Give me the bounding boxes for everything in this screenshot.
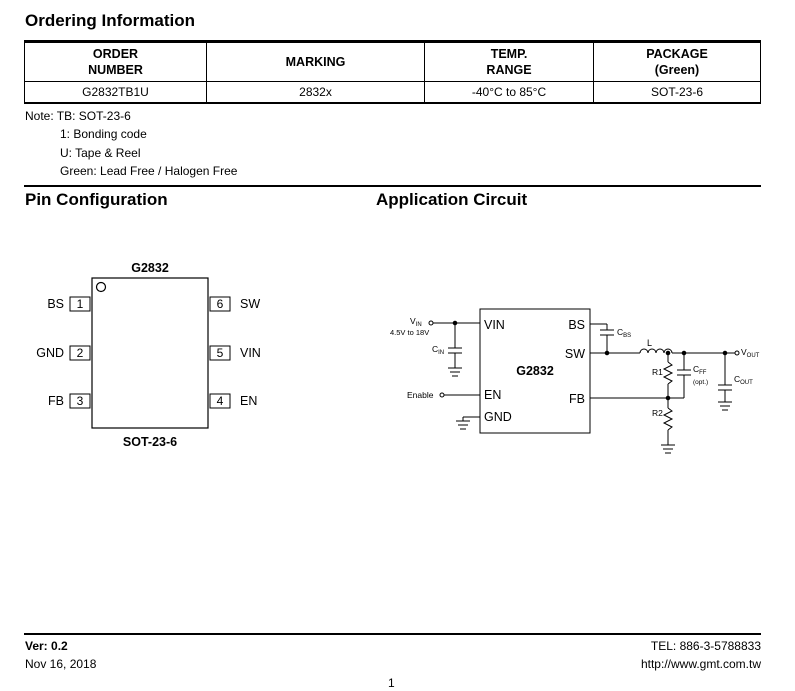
note-line: U: Tape & Reel xyxy=(60,146,141,160)
ic-pin-fb: FB xyxy=(569,392,585,406)
cell-temp-range: -40°C to 85°C xyxy=(424,81,594,104)
footer-version: Ver: 0.2 xyxy=(25,639,68,653)
r1-label: R1 xyxy=(652,367,663,377)
vin-range-label: 4.5V to 18V xyxy=(390,328,429,337)
footer-divider xyxy=(24,633,761,635)
pin-name: BS xyxy=(47,297,64,311)
note-line: 1: Bonding code xyxy=(60,127,147,141)
package-body xyxy=(91,277,209,429)
cell-order-number: G2832TB1U xyxy=(24,81,207,104)
pin1-indicator-icon xyxy=(95,281,107,293)
cff-opt-label: (opt.) xyxy=(693,379,708,386)
inductor-symbol xyxy=(639,348,673,354)
cell-package: SOT-23-6 xyxy=(593,81,761,104)
pin-config-title: Pin Configuration xyxy=(25,190,168,209)
pin-box-5 xyxy=(209,345,231,361)
vout-label: VOUT xyxy=(741,347,760,359)
pin-number: 3 xyxy=(77,394,84,408)
r2-label: R2 xyxy=(652,408,663,418)
ic-pin-bs: BS xyxy=(568,318,585,332)
app-circuit-title: Application Circuit xyxy=(376,190,528,209)
pin-name: GND xyxy=(36,346,64,360)
pin-box-4 xyxy=(209,393,231,409)
pin-number: 1 xyxy=(77,297,84,311)
cin-label: CIN xyxy=(432,344,444,356)
pin-box-2 xyxy=(69,345,91,361)
package-chip-name: G2832 xyxy=(131,261,169,275)
pin-box-6 xyxy=(209,296,231,312)
pin-config-diagram: G2832 SOT-23-6 1 BS 2 GND 3 FB 4 EN 5 VI… xyxy=(36,261,261,449)
footer-tel: TEL: 886-3-5788833 xyxy=(650,639,761,653)
footer-url[interactable]: http://www.gmt.com.tw xyxy=(640,657,761,671)
cell-marking: 2832x xyxy=(206,81,425,104)
pin-number: 6 xyxy=(217,297,224,311)
ic-pin-sw: SW xyxy=(565,347,585,361)
header-temp-range: TEMP.RANGE xyxy=(424,40,594,82)
footer-date: Nov 16, 2018 xyxy=(25,657,97,671)
ic-pin-en: EN xyxy=(484,388,501,402)
header-marking: MARKING xyxy=(206,40,425,82)
application-circuit-diagram: VIN EN GND BS SW FB G2832 VIN 4.5V to 18… xyxy=(390,308,760,454)
pin-number: 5 xyxy=(217,346,224,360)
note-line: Green: Lead Free / Halogen Free xyxy=(60,164,238,178)
pin-name: SW xyxy=(240,297,260,311)
pin-number: 4 xyxy=(217,394,224,408)
ordering-title: Ordering Information xyxy=(25,11,195,30)
pin-box-1 xyxy=(69,296,91,312)
inductor-label: L xyxy=(647,338,652,348)
cff-label: CFF xyxy=(693,364,707,376)
table-row: G2832TB1U 2832x -40°C to 85°C SOT-23-6 xyxy=(24,81,761,104)
note-line: Note: TB: SOT-23-6 xyxy=(25,109,131,123)
pin-name: FB xyxy=(48,394,64,408)
cout-label: COUT xyxy=(734,374,753,386)
cbs-label: CBS xyxy=(617,327,631,339)
header-package: PACKAGE(Green) xyxy=(593,40,761,82)
ic-pin-gnd: GND xyxy=(484,410,512,424)
pin-box-3 xyxy=(69,393,91,409)
pin-name: VIN xyxy=(240,346,261,360)
pin-number: 2 xyxy=(77,346,84,360)
pin-name: EN xyxy=(240,394,257,408)
vin-label: VIN xyxy=(410,316,422,328)
ic-pin-vin: VIN xyxy=(484,318,505,332)
page-number: 1 xyxy=(388,676,395,690)
enable-label: Enable xyxy=(407,390,434,400)
ic-body xyxy=(479,308,591,434)
package-type-label: SOT-23-6 xyxy=(123,435,177,449)
ic-chip-name: G2832 xyxy=(516,364,554,378)
section-divider xyxy=(24,185,761,187)
